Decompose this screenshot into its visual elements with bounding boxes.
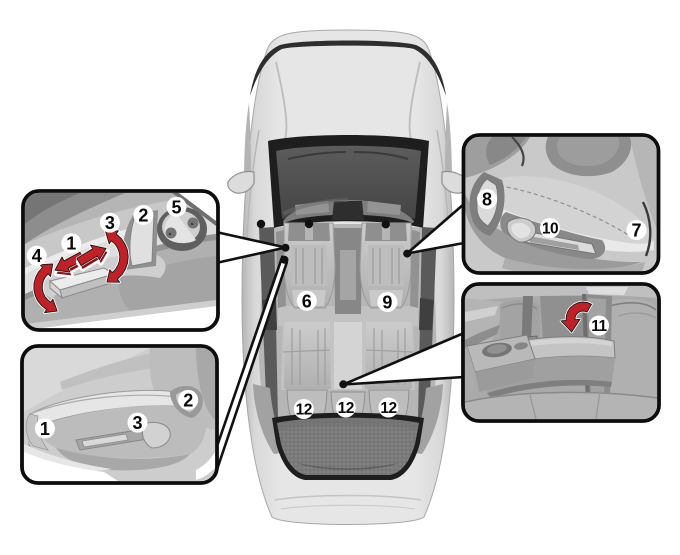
svg-text:1: 1 bbox=[66, 234, 76, 254]
svg-text:3: 3 bbox=[105, 213, 115, 233]
svg-text:8: 8 bbox=[482, 190, 492, 210]
svg-text:12: 12 bbox=[380, 400, 396, 417]
svg-text:12: 12 bbox=[338, 400, 354, 417]
svg-text:1: 1 bbox=[40, 419, 50, 439]
svg-text:12: 12 bbox=[296, 402, 312, 419]
svg-text:10: 10 bbox=[542, 221, 558, 238]
svg-text:11: 11 bbox=[591, 318, 607, 335]
svg-text:3: 3 bbox=[132, 413, 142, 433]
svg-text:4: 4 bbox=[32, 246, 42, 266]
svg-text:2: 2 bbox=[183, 390, 193, 410]
svg-text:2: 2 bbox=[138, 205, 148, 225]
svg-text:6: 6 bbox=[302, 291, 312, 311]
svg-text:9: 9 bbox=[382, 293, 392, 313]
svg-text:5: 5 bbox=[171, 197, 181, 217]
svg-text:7: 7 bbox=[631, 221, 641, 241]
